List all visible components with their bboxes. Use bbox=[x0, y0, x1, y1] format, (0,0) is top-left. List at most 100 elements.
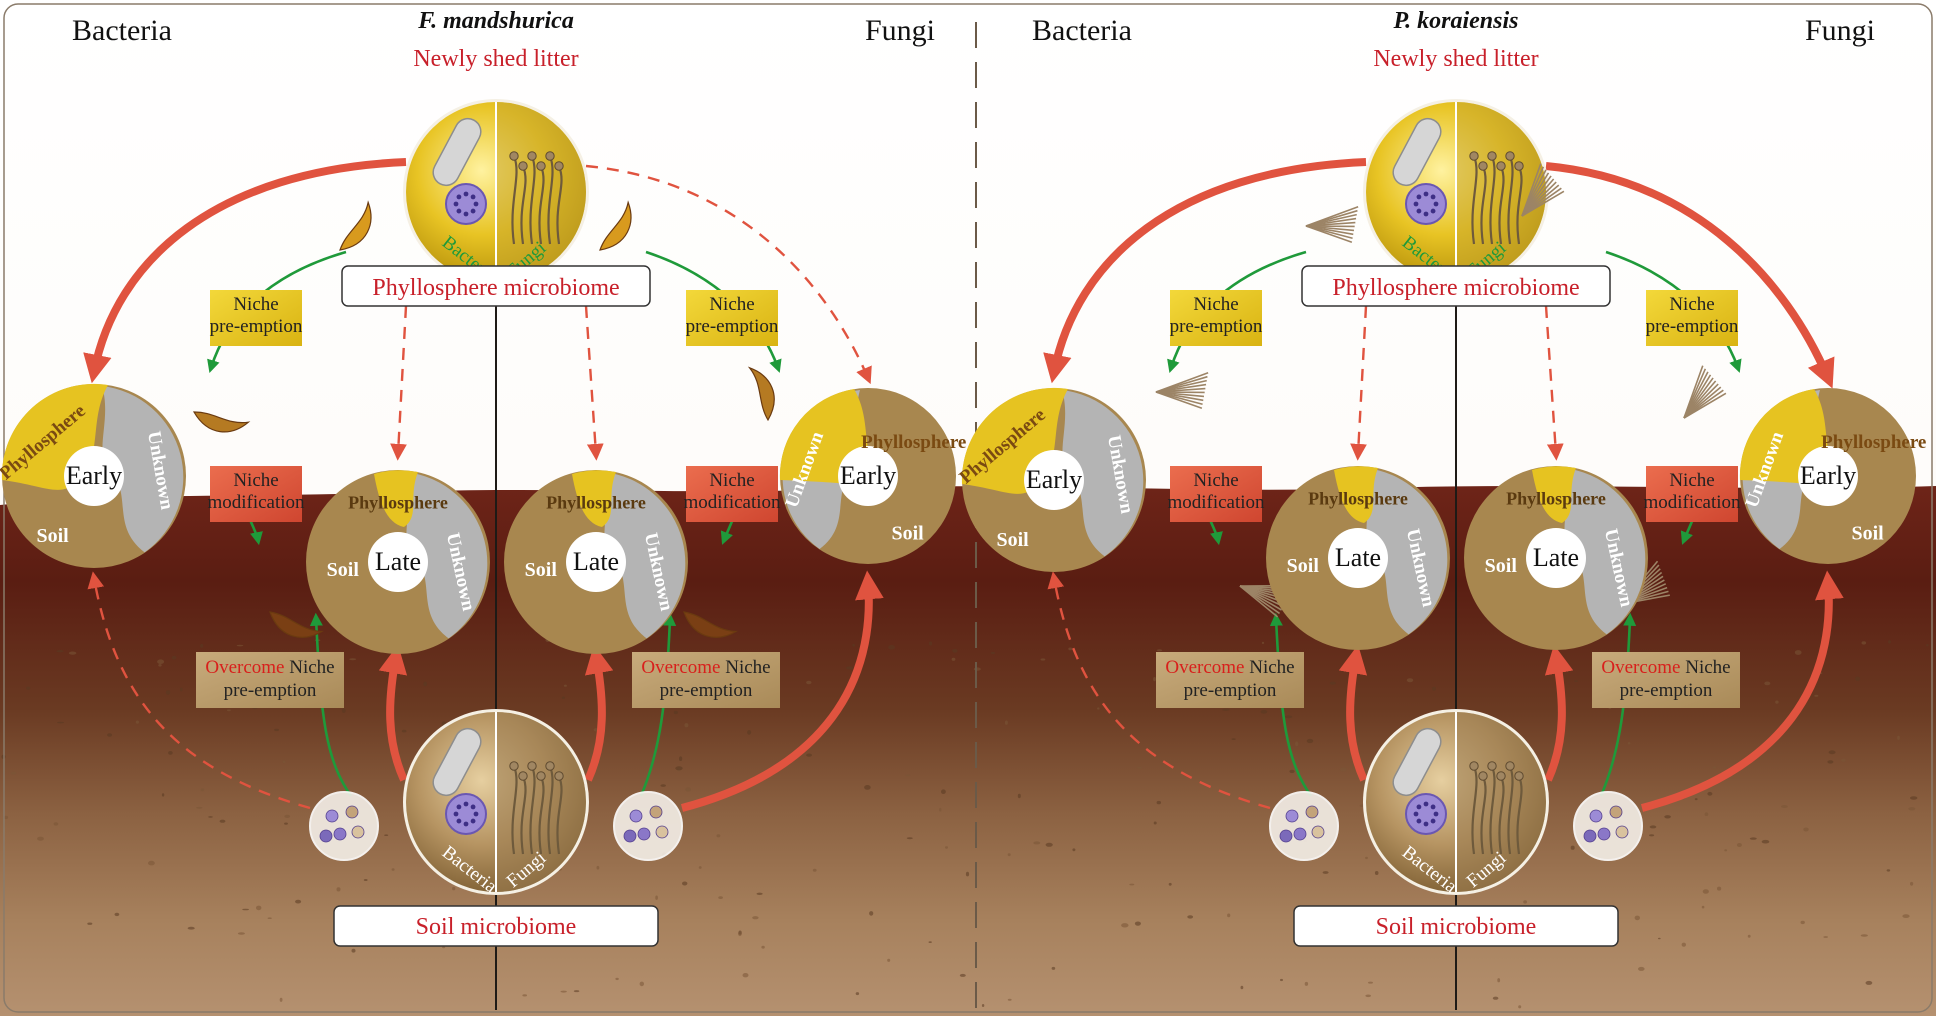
phyllo-circle-fungal-hypha-icon bbox=[1480, 165, 1487, 245]
soil-circle-fungal-hypha-icon bbox=[520, 775, 527, 855]
ring-0-2-unknown-sector bbox=[604, 472, 686, 639]
niche-modification-box-right-line2: modification bbox=[1643, 492, 1741, 513]
arrow-phyllo-to-early-left bbox=[1043, 158, 1367, 384]
soil-microbe-dish-left bbox=[309, 791, 379, 861]
ring-0-0-unknown-sector bbox=[102, 386, 184, 553]
ring-0-1-soil-label: Soil bbox=[327, 559, 360, 581]
ring-1-1-phyllosphere-sector bbox=[1334, 466, 1378, 524]
ring-0-1-phyllosphere-label: Phyllosphere bbox=[348, 493, 448, 513]
phyllo-circle-rod-bacterium-icon bbox=[1392, 117, 1442, 187]
niche-preemption-box-right-line2: pre-emption bbox=[1646, 316, 1739, 337]
ring-0-2-soil-label: Soil bbox=[525, 559, 558, 581]
soil-circle-rod-bacterium-icon bbox=[432, 727, 482, 797]
ash-leaf-decayed-icon bbox=[269, 611, 324, 638]
niche-modification-box-left-bg bbox=[1170, 466, 1262, 522]
soil-microbe-dish-right bbox=[613, 791, 683, 861]
soil-circle-right-half bbox=[1456, 712, 1546, 892]
niche-preemption-box-left-line1: Niche bbox=[1193, 294, 1238, 315]
niche-preemption-box-left-bg bbox=[210, 290, 302, 346]
overcome-niche-preemption-box-right-line1: Overcome Niche bbox=[641, 657, 770, 678]
niche-preemption-box-left-bg bbox=[1170, 290, 1262, 346]
niche-preemption-box-right-line1: Niche bbox=[1669, 294, 1714, 315]
ash-leaf-falling-icon bbox=[192, 411, 251, 433]
arrow-soil-to-late-right bbox=[584, 644, 614, 782]
ring-0-3-soil-label: Soil bbox=[891, 522, 924, 544]
soil-circle-fungal-hypha-icon bbox=[1516, 775, 1523, 855]
niche-modification-box-left-line2: modification bbox=[207, 492, 305, 513]
ring-0-2-stage-label: Late bbox=[573, 547, 619, 576]
ring-0-3-phyllosphere-label: Phyllosphere bbox=[861, 432, 966, 453]
ring-0-1-unknown-sector bbox=[406, 472, 488, 639]
overcome-niche-preemption-box-left-line2: pre-emption bbox=[1184, 680, 1277, 701]
overcome-niche-preemption-box-right-bg bbox=[1592, 652, 1740, 708]
bacteria-heading: Bacteria bbox=[72, 14, 172, 47]
ring-1-1-stage-label: Late bbox=[1335, 543, 1381, 572]
niche-preemption-box-left-line1: Niche bbox=[233, 294, 278, 315]
species-title: F. mandshurica bbox=[417, 8, 574, 34]
soil-microbiome-box bbox=[1293, 905, 1619, 947]
overcome-niche-preemption-box-right-line2: pre-emption bbox=[660, 680, 753, 701]
ash-leaf-icon bbox=[599, 200, 632, 251]
niche-preemption-box-right-line2: pre-emption bbox=[686, 316, 779, 337]
niche-modification-box-left-line1: Niche bbox=[233, 470, 278, 491]
ring-1-3-phyllosphere-label: Phyllosphere bbox=[1821, 432, 1926, 453]
overcome-niche-preemption-box-left-bg bbox=[196, 652, 344, 708]
arrow-phyllo-to-early-left bbox=[83, 158, 407, 384]
pine-needles-icon bbox=[1683, 365, 1727, 419]
ring-1-2-phyllosphere-label: Phyllosphere bbox=[1506, 489, 1606, 509]
ring-1-1-hole bbox=[1328, 528, 1388, 588]
soil-circle-right-half bbox=[496, 712, 586, 892]
arrow-soil-to-early-left bbox=[1047, 571, 1271, 810]
soil-microbiome-label: Soil microbiome bbox=[416, 914, 577, 940]
phyllo-circle-right-half bbox=[496, 102, 586, 282]
niche-modification-box-left-line1: Niche bbox=[1193, 470, 1238, 491]
arrow-phyllo-to-late-right bbox=[1544, 305, 1564, 461]
ash-leaf-decayed-icon bbox=[683, 611, 738, 638]
arrow-soil-to-late-left bbox=[1338, 644, 1368, 782]
ring-1-2-phyllosphere-sector bbox=[1532, 466, 1576, 524]
ring-1-2-stage-label: Late bbox=[1533, 543, 1579, 572]
phyllo-circle-fungal-hypha-icon bbox=[1489, 155, 1496, 245]
phyllo-circle-fungal-hypha-icon bbox=[529, 155, 536, 245]
ring-1-0-soil-label: Soil bbox=[996, 529, 1029, 551]
diagram-frame bbox=[3, 3, 1933, 1013]
soil-circle-coccus-icon bbox=[445, 793, 487, 835]
arrow-phyllo-to-late-left bbox=[1350, 305, 1368, 461]
arrow-green-soil-left bbox=[309, 612, 353, 797]
overcome-niche-preemption-box-left-line1: Overcome Niche bbox=[1165, 657, 1294, 678]
ring-1-0-hole bbox=[1024, 450, 1084, 510]
ring-1-3-stage-label: Early bbox=[1800, 461, 1856, 490]
ring-0-0-stage-label: Early bbox=[66, 461, 122, 490]
arrow-soil-to-early-left bbox=[87, 571, 311, 810]
soil-microbiome-label: Soil microbiome bbox=[1376, 914, 1537, 940]
phyllo-circle-fungal-hypha-icon bbox=[547, 155, 554, 245]
ring-1-1-phyllosphere-label: Phyllosphere bbox=[1308, 489, 1408, 509]
arrow-green-soil-right bbox=[1599, 612, 1637, 797]
phyllo-circle-coccus-icon bbox=[445, 183, 487, 225]
soil-circle-fungal-hypha-icon bbox=[511, 765, 518, 855]
phyllo-circle-coccus-icon bbox=[1405, 183, 1447, 225]
phyllo-circle-fungal-hypha-icon bbox=[1516, 165, 1523, 245]
phyllosphere-microbiome-label: Phyllosphere microbiome bbox=[1332, 275, 1579, 301]
ring-0-1-stage-label: Late bbox=[375, 547, 421, 576]
soil-circle-fungal-hypha-icon bbox=[556, 775, 563, 855]
overcome-niche-preemption-box-left-line1: Overcome Niche bbox=[205, 657, 334, 678]
ash-leaf-icon bbox=[339, 200, 372, 251]
phyllosphere-microbiome-box bbox=[1301, 265, 1611, 307]
pine-needles-icon bbox=[1521, 163, 1565, 217]
niche-preemption-box-left-line2: pre-emption bbox=[1170, 316, 1263, 337]
ring-0-1-hole bbox=[368, 532, 428, 592]
